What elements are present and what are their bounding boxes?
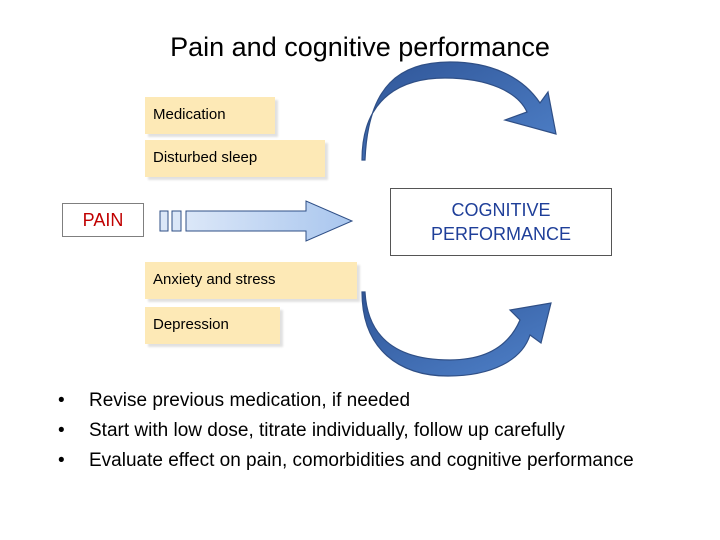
bullet-item: Revise previous medication, if needed: [56, 386, 696, 416]
bullet-item: Start with low dose, titrate individuall…: [56, 416, 696, 446]
factor-depression: Depression: [145, 307, 280, 344]
factor-anxiety-stress: Anxiety and stress: [145, 262, 357, 299]
curved-arrow-bottom: [361, 291, 552, 377]
pain-box: PAIN: [62, 203, 144, 237]
main-arrow: [159, 200, 354, 242]
outcome-label-line1: COGNITIVE: [451, 199, 551, 220]
outcome-label-line2: PERFORMANCE: [430, 224, 571, 244]
slide-title: Pain and cognitive performance: [170, 32, 550, 62]
factor-disturbed-sleep: Disturbed sleep: [145, 140, 325, 177]
recommendations-list: Revise previous medication, if needed St…: [56, 386, 696, 476]
factor-medication: Medication: [145, 97, 275, 134]
cognitive-performance-box: COGNITIVE PERFORMANCE: [390, 188, 612, 256]
curved-arrow-top: [361, 61, 557, 161]
bullet-item: Evaluate effect on pain, comorbidities a…: [56, 446, 696, 476]
